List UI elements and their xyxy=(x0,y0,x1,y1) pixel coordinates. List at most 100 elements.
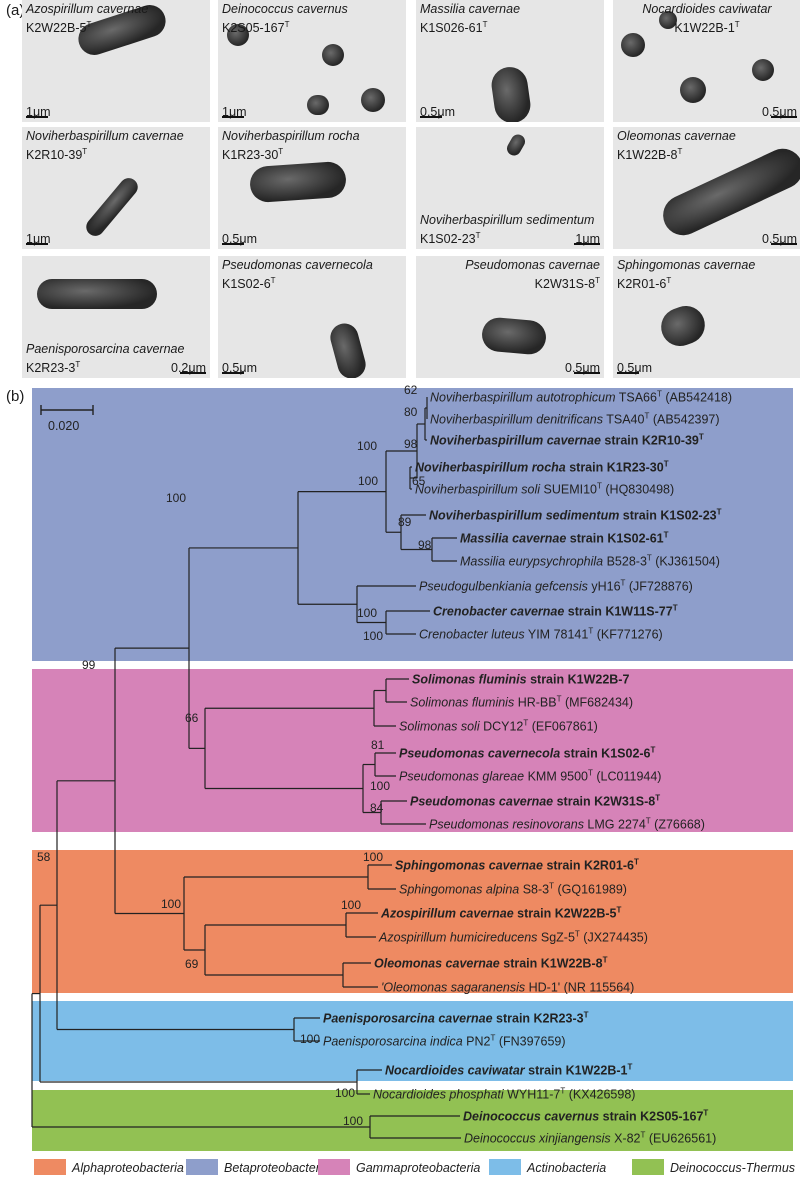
accession: (AB542397) xyxy=(649,413,719,427)
leaf-strain: strain K2W31S-8 xyxy=(553,795,655,809)
type-strain-mark: T xyxy=(575,930,580,939)
bootstrap-value: 98 xyxy=(404,437,418,451)
legend-swatch xyxy=(318,1159,350,1175)
strain-name: K2W22B-5 xyxy=(26,21,87,36)
type-strain-mark: T xyxy=(490,1034,495,1043)
bacterial-cell xyxy=(307,95,329,115)
accession: (HQ830498) xyxy=(602,483,674,497)
bacterial-cell xyxy=(248,160,348,204)
leaf-label: Solimonas soli DCY12T (EF067861) xyxy=(399,719,598,734)
legend-label: Alphaproteobacteria xyxy=(71,1161,184,1175)
leaf-strain: SgZ-5 xyxy=(537,931,575,945)
leaf-species: Solimonas soli xyxy=(399,720,481,734)
scale-bar xyxy=(574,372,600,374)
species-name: Noviherbaspirillum sedimentum xyxy=(420,212,595,227)
type-strain-mark: T xyxy=(677,147,683,156)
leaf-label: Noviherbaspirillum sedimentum strain K1S… xyxy=(429,508,722,523)
strain-name: K1S02-23 xyxy=(420,232,476,246)
type-strain-mark: T xyxy=(549,882,554,891)
leaf-species: Oleomonas cavernae xyxy=(374,957,500,971)
accession: (AB542418) xyxy=(662,391,732,405)
type-strain-mark: T xyxy=(82,147,88,156)
scale-bar-label: 0.5μm xyxy=(222,232,257,246)
scale-bar xyxy=(26,116,48,118)
leaf-species: Noviherbaspirillum soli xyxy=(415,483,541,497)
type-strain-mark: T xyxy=(523,719,528,728)
type-strain-mark: T xyxy=(597,482,602,491)
bacterial-cell xyxy=(480,316,548,356)
accession: (JX274435) xyxy=(580,931,648,945)
leaf-species: Crenobacter luteus xyxy=(419,628,525,642)
accession: (GQ161989) xyxy=(554,883,627,897)
leaf-strain: strain K2R01-6 xyxy=(543,859,634,873)
leaf-strain: yH16 xyxy=(588,580,621,594)
type-strain-mark: T xyxy=(557,695,562,704)
bootstrap-value: 84 xyxy=(370,801,384,815)
leaf-label: Deinococcus cavernus strain K2S05-167T xyxy=(463,1109,708,1124)
accession: (KJ361504) xyxy=(652,555,720,569)
type-strain-mark: T xyxy=(666,276,672,285)
bacterial-cell xyxy=(227,24,249,46)
leaf-species: Paenisporosarcina cavernae xyxy=(323,1012,493,1026)
leaf-label: Massilia cavernae strain K1S02-61T xyxy=(460,531,669,546)
scale-bar xyxy=(180,372,206,374)
type-strain-mark: T xyxy=(717,508,722,517)
type-strain-mark: T xyxy=(588,769,593,778)
type-strain-mark: T xyxy=(603,956,608,965)
leaf-label: Crenobacter luteus YIM 78141T (KF771276) xyxy=(419,627,663,642)
bacterial-cell xyxy=(659,11,677,29)
bootstrap-value: 98 xyxy=(418,538,432,552)
leaf-species: Noviherbaspirillum autotrophicum xyxy=(430,391,616,405)
leaf-strain: strain K1W22B-1 xyxy=(525,1064,628,1078)
type-strain-mark: T xyxy=(703,1109,708,1118)
panel-a-label: (a) xyxy=(6,2,25,19)
accession: (KF771276) xyxy=(593,628,662,642)
leaf-label: Pseudomonas cavernae strain K2W31S-8T xyxy=(410,794,660,809)
type-strain-mark: T xyxy=(646,817,651,826)
type-strain-mark: T xyxy=(270,276,276,285)
species-name: Paenisporosarcina cavernae xyxy=(26,341,185,356)
type-strain-mark: T xyxy=(641,1131,646,1140)
leaf-strain: strain K1W11S-77 xyxy=(564,605,672,619)
scale-bar-label: 0.5μm xyxy=(617,361,652,375)
scale-bar xyxy=(617,372,639,374)
leaf-label: Noviherbaspirillum denitrificans TSA40T … xyxy=(430,412,720,427)
bacterial-cell xyxy=(327,320,369,378)
bootstrap-value: 100 xyxy=(343,1114,363,1128)
legend-label: Betaproteobacteria xyxy=(224,1161,330,1175)
leaf-strain: strain K2R10-39 xyxy=(601,434,699,448)
bacterial-cell xyxy=(489,64,533,122)
type-strain-mark: T xyxy=(647,554,652,563)
bootstrap-value: 100 xyxy=(357,606,377,620)
leaf-strain: KMM 9500 xyxy=(524,770,588,784)
leaf-species: Deinococcus xinjiangensis xyxy=(464,1132,611,1146)
species-name: Noviherbaspirillum cavernae xyxy=(26,129,184,143)
type-strain-mark: T xyxy=(75,359,81,369)
legend-swatch xyxy=(34,1159,66,1175)
species-name: Nocardioides caviwatar xyxy=(642,2,772,16)
bacterial-cell xyxy=(680,77,706,103)
bootstrap-value: 80 xyxy=(404,405,418,419)
scale-bar-label: 0.5μm xyxy=(420,105,455,119)
leaf-strain: X-82 xyxy=(611,1132,641,1146)
leaf-label: Azospirillum humicireducens SgZ-5T (JX27… xyxy=(378,930,648,945)
scale-bar xyxy=(222,372,244,374)
bacterial-cell xyxy=(322,44,344,66)
leaf-label: Noviherbaspirillum cavernae strain K2R10… xyxy=(430,433,704,448)
type-strain-mark: T xyxy=(617,906,622,915)
leaf-label: Pseudomonas glareae KMM 9500T (LC011944) xyxy=(399,769,661,784)
type-strain-mark: T xyxy=(284,20,290,29)
leaf-label: Noviherbaspirillum autotrophicum TSA66T … xyxy=(430,390,732,405)
leaf-strain: strain K1S02-61 xyxy=(566,532,663,546)
